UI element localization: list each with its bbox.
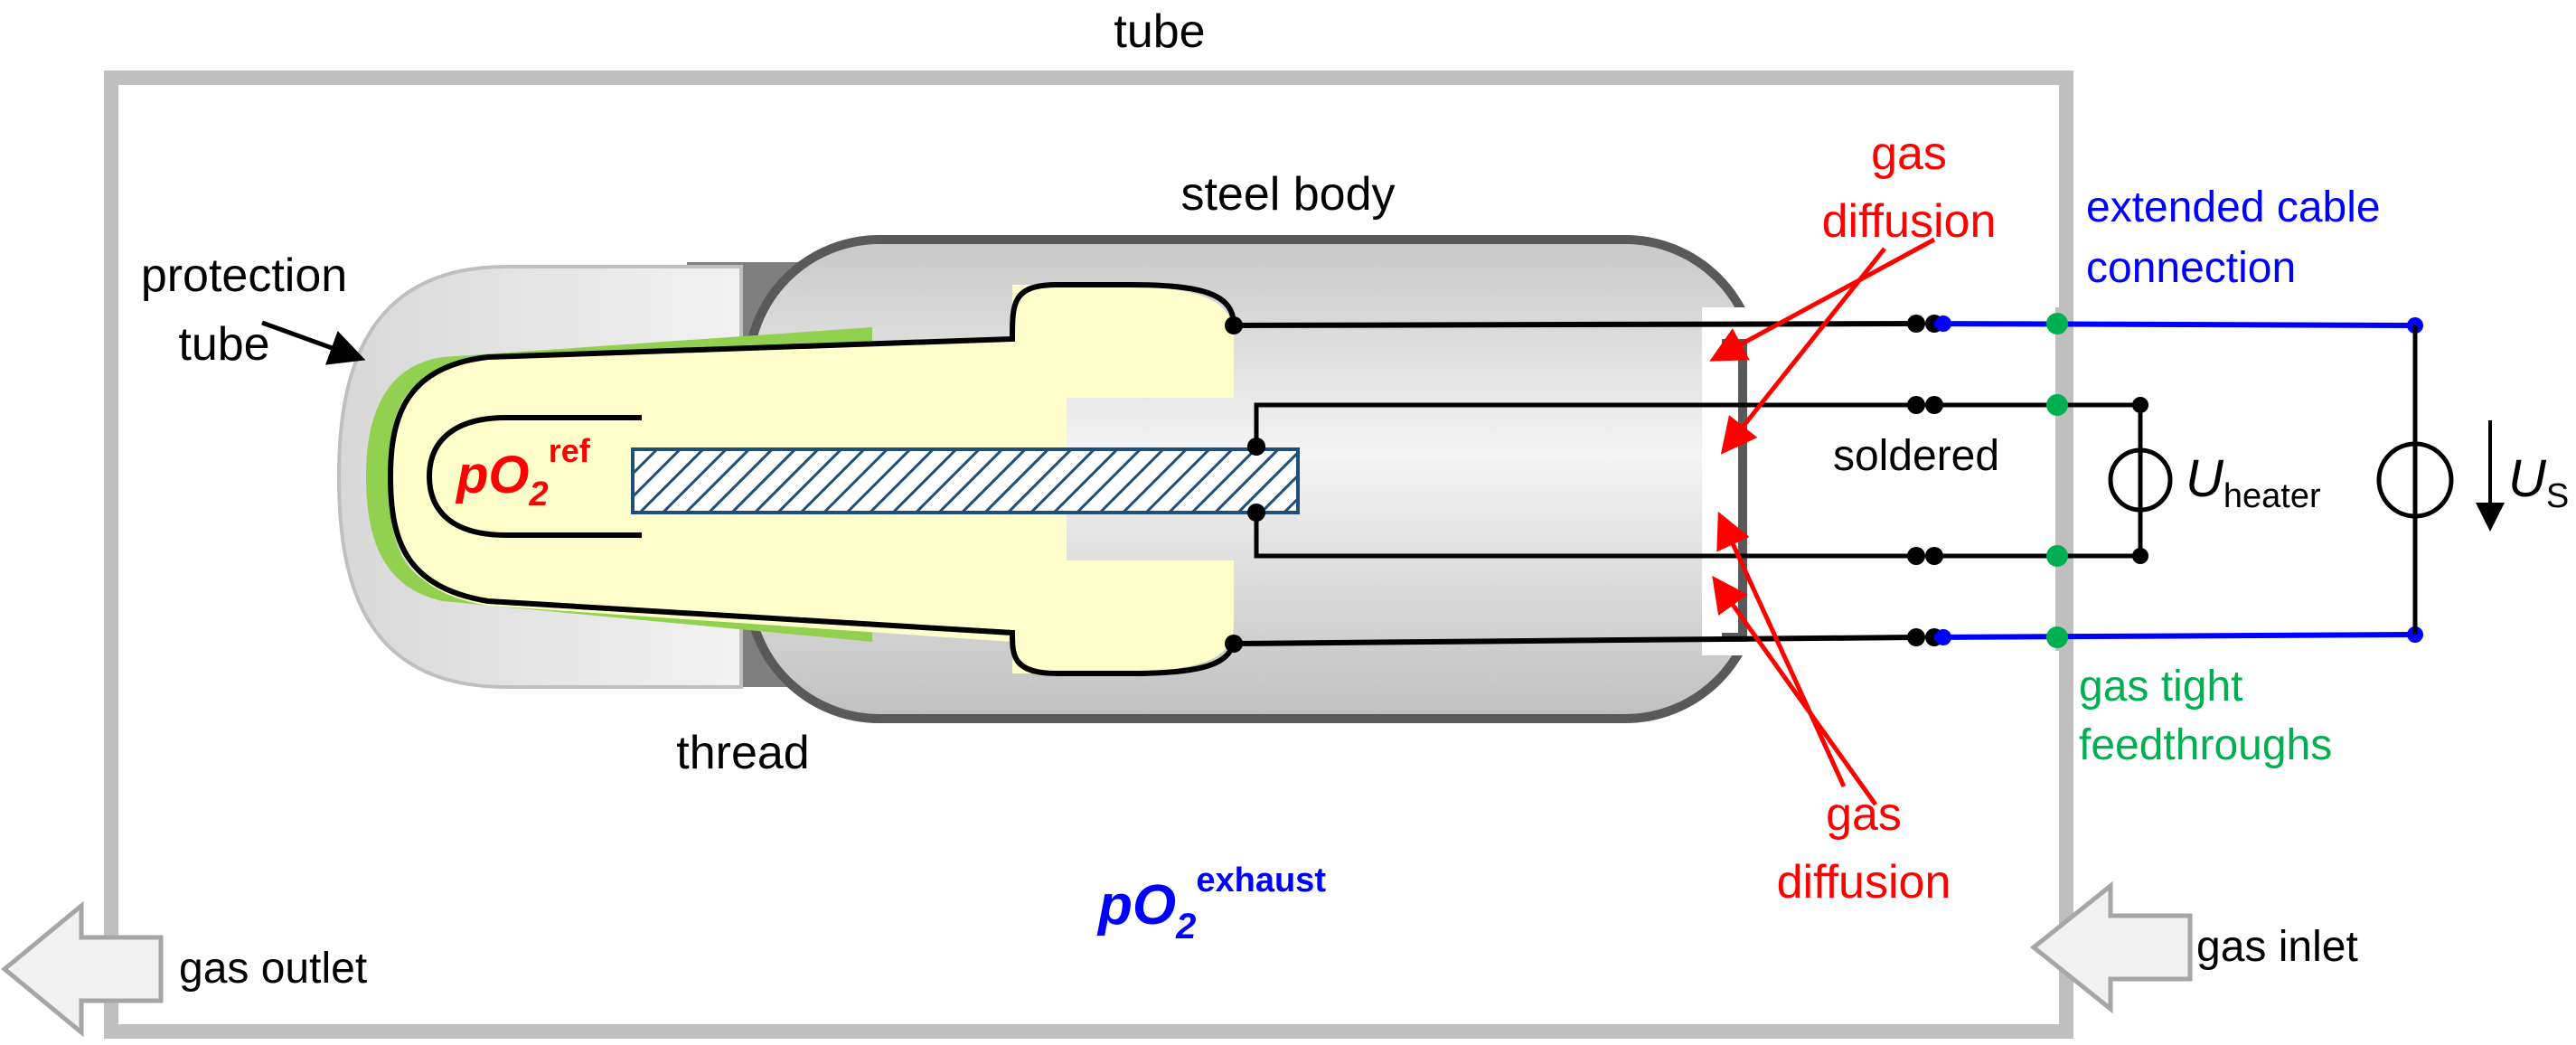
heater-wire-bottom — [1254, 513, 1916, 559]
soldered-label: soldered — [1833, 432, 1999, 480]
heater-wire-top — [1254, 402, 1916, 447]
po2-ref-label: pO2ref — [455, 432, 591, 513]
feedthrough-dots — [2046, 313, 2068, 648]
heater — [631, 447, 1300, 514]
gas-outlet-arrow — [1, 900, 164, 1038]
tube-label: tube — [1114, 5, 1205, 58]
contact-dot — [2132, 397, 2148, 413]
outer-electrode-wire-bottom — [1233, 635, 1917, 646]
cable-top — [1933, 321, 2416, 328]
protection-tube-pointer — [261, 320, 366, 365]
gas-diffusion-top-label-2: diffusion — [1822, 195, 1997, 248]
gas-inlet-label: gas inlet — [2196, 923, 2358, 971]
contact-dot — [1247, 504, 1265, 522]
cable-dot — [1935, 629, 1951, 645]
gas-inlet-arrow — [2029, 880, 2193, 1014]
contact-dot — [2132, 548, 2148, 564]
solder-points — [1907, 315, 1943, 646]
contact-dot — [1225, 316, 1243, 334]
reference-cavity-outline — [426, 415, 642, 538]
gas-diffusion-bottom-label-2: diffusion — [1777, 856, 1951, 908]
extended-cable-label-2: connection — [2086, 244, 2296, 292]
diffusion-arrow — [1716, 511, 1847, 788]
protection-tube-label-1: protection — [141, 249, 347, 302]
gas-diffusion-top-label-1: gas — [1871, 127, 1947, 180]
contact-dot — [1247, 438, 1265, 456]
protection-tube-label-2: tube — [178, 318, 269, 371]
u-s-label: US — [2508, 449, 2569, 515]
outer-electrode-wire-top — [1233, 321, 1917, 328]
contact-dot — [1225, 635, 1243, 653]
diffusion-arrow — [1709, 237, 1936, 362]
diffusion-arrow — [1712, 575, 1878, 806]
steel-body-label: steel body — [1180, 168, 1395, 221]
gas-tight-label-1: gas tight — [2079, 663, 2242, 711]
gas-diffusion-bottom-label-1: gas — [1826, 788, 1902, 841]
u-heater-label: Uheater — [2186, 449, 2321, 515]
gas-outlet-label: gas outlet — [179, 945, 367, 993]
po2-exhaust-label: pO2exhaust — [1096, 861, 1326, 946]
thread-label: thread — [676, 727, 809, 779]
gas-tight-label-2: feedthroughs — [2079, 721, 2332, 769]
electrolyte-outline — [387, 282, 1236, 676]
diffusion-arrow — [1720, 247, 1886, 455]
cable-dot — [1935, 315, 1951, 332]
extended-cable-label-1: extended cable — [2086, 184, 2381, 231]
cable-bottom — [1933, 632, 2416, 640]
